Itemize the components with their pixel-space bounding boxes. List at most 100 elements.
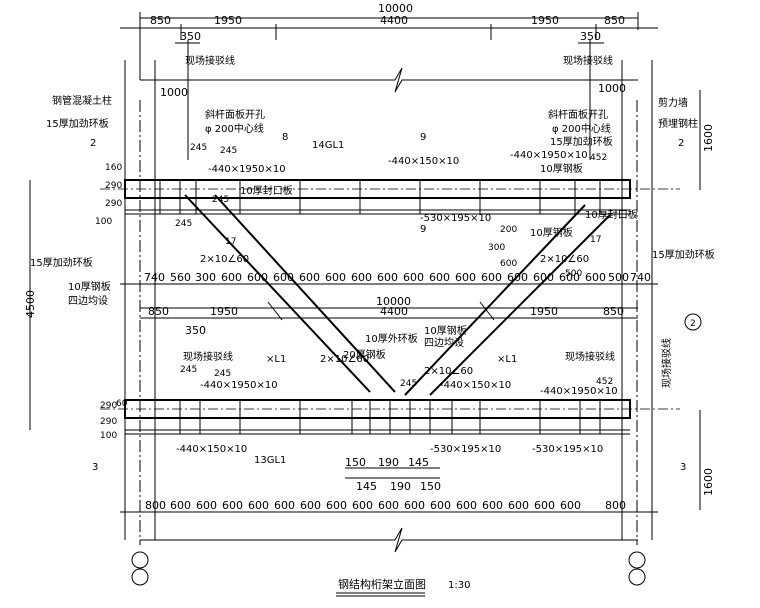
lb-sp-14: 600 [508, 499, 529, 512]
section-mark-9-top: 9 [420, 132, 426, 143]
dim-1000-left: 1000 [160, 86, 188, 99]
label-stiffener-ring-left: 15厚加劲环板 [46, 117, 109, 130]
misc-right-5: 500 [565, 269, 582, 279]
misc-right-6: 600 [500, 259, 517, 269]
lower-member-bottom-3: -530×195×10 [532, 444, 603, 455]
dim-total-top: 10000 [378, 2, 413, 15]
section-mark-2-right: 2 [678, 138, 684, 149]
dim-1000-right: 1000 [598, 82, 626, 95]
lower-left-dim-2: 290 [100, 417, 117, 427]
section-mark-8: 8 [282, 132, 288, 143]
label-embedded-column: 预埋钢柱 [658, 117, 698, 130]
center-dim-5: 190 [390, 480, 411, 493]
top-dimension-chain: 10000 850 1950 4400 1950 850 350 350 现场接… [120, 2, 658, 160]
lb-sp-17: 800 [605, 499, 626, 512]
lb-sp-6: 600 [300, 499, 321, 512]
lower-member-top-2: -440×150×10 [440, 380, 511, 391]
lower-weld-2: 245 [214, 369, 231, 379]
ub-sp-6: 600 [299, 271, 320, 284]
member-top-3: -440×1950×10 [510, 150, 588, 161]
center-label-5: 2×10∠60 [320, 354, 369, 365]
center-dim-1: 150 [345, 456, 366, 469]
hole-right-3: 15厚加劲环板 [550, 135, 613, 148]
lb-sp-13: 600 [482, 499, 503, 512]
drawing-title: 钢结构桁架立面图 1:30 [336, 577, 470, 597]
lower-truss: ×L1 ×L1 10厚外环板 20厚钢板 10厚钢板 四边均设 2×10∠60 … [100, 324, 680, 493]
diag-label-right: ×L1 [497, 354, 517, 365]
axis-bubble-2-text: 2 [690, 319, 696, 329]
right-lower-dim: 1600 [702, 468, 715, 496]
misc-right-2: 10厚钢板 [530, 226, 573, 239]
misc-right-1: 10厚封口板 [585, 208, 638, 221]
dim-sub-left: 350 [180, 30, 201, 43]
center-dim-3: 145 [408, 456, 429, 469]
center-dim-6: 150 [420, 480, 441, 493]
weld-245-d: 245 [175, 219, 192, 229]
title-text: 钢结构桁架立面图 [338, 577, 426, 591]
center-label-3: 10厚钢板 [424, 324, 467, 337]
center-label-6: 2×10∠60 [424, 366, 473, 377]
upper-stiffeners [159, 180, 601, 214]
lb-sp-2: 600 [196, 499, 217, 512]
left-dim-160: 160 [105, 163, 122, 173]
ub-sp-15: 600 [533, 271, 554, 284]
weld-245-b: 245 [220, 146, 237, 156]
mid-seg-1: 850 [148, 305, 169, 318]
hole-right-1: 斜杆面板开孔 [548, 108, 608, 121]
hole-left-1: 斜杆面板开孔 [205, 108, 265, 121]
misc-left-3: 四边均设 [68, 295, 108, 307]
axis-bubble-left-a [131, 551, 149, 569]
left-dim-290-a: 290 [105, 181, 122, 191]
dim-seg-3: 4400 [380, 14, 408, 27]
hole-left-2: φ 200中心线 [205, 122, 264, 135]
plate-10-upper: 10厚钢板 [540, 162, 583, 175]
misc-right-8: 200 [500, 225, 517, 235]
lower-weld-3: 245 [400, 379, 417, 389]
mid-seg-4: 1950 [530, 305, 558, 318]
ub-sp-0: 740 [144, 271, 165, 284]
mid-seg-5: 850 [603, 305, 624, 318]
diag-label-left: ×L1 [266, 354, 286, 365]
ub-sp-1: 560 [170, 271, 191, 284]
member-gl-upper: 14GL1 [312, 140, 344, 151]
ub-sp-11: 600 [429, 271, 450, 284]
site-line-left: 现场接驳线 [185, 54, 235, 67]
mid-site-left: 现场接驳线 [183, 350, 233, 363]
ub-sp-17: 600 [585, 271, 606, 284]
lower-bottom-spacing: 800 600 600 600 600 600 600 600 600 600 … [120, 499, 658, 553]
lower-weld-4: 452 [596, 377, 613, 387]
columns [124, 60, 653, 586]
center-dim-2: 190 [378, 456, 399, 469]
right-upper-dim: 1600 [702, 124, 715, 152]
weld-245-a: 245 [190, 143, 207, 153]
dim-seg-5: 850 [604, 14, 625, 27]
weld-17-b: 17 [590, 235, 601, 245]
lb-sp-12: 600 [456, 499, 477, 512]
lb-sp-9: 600 [378, 499, 399, 512]
misc-left-1: 15厚加劲环板 [30, 256, 93, 269]
mid-seg-2: 1950 [210, 305, 238, 318]
left-total-dim: 4500 [24, 290, 37, 318]
member-top-2: -440×150×10 [388, 156, 459, 167]
lower-member-bottom-1: -440×150×10 [176, 444, 247, 455]
mid-site-vertical: 现场接驳线 [660, 338, 673, 388]
left-dim-100: 100 [95, 217, 112, 227]
ub-sp-2: 300 [195, 271, 216, 284]
weld-17-a: 17 [225, 237, 236, 247]
ub-sp-9: 600 [377, 271, 398, 284]
dim-seg-4: 1950 [531, 14, 559, 27]
mid-site-right: 现场接驳线 [565, 350, 615, 363]
lb-sp-5: 600 [274, 499, 295, 512]
left-dim-290-b: 290 [105, 199, 122, 209]
mid-seg-3: 4400 [380, 305, 408, 318]
lb-sp-0: 800 [145, 499, 166, 512]
hole-right-2: φ 200中心线 [552, 122, 611, 135]
ub-sp-3: 600 [221, 271, 242, 284]
member-top-1: -440×1950×10 [208, 164, 286, 175]
lower-member-top-3: -440×1950×10 [540, 386, 618, 397]
ub-sp-16: 600 [559, 271, 580, 284]
axis-bubble-right-b [628, 568, 646, 586]
lb-sp-11: 600 [430, 499, 451, 512]
misc-left-2: 10厚钢板 [68, 280, 111, 293]
upper-bottom-spacing: 740 560 300 600 600 600 600 600 600 600 … [120, 271, 658, 285]
